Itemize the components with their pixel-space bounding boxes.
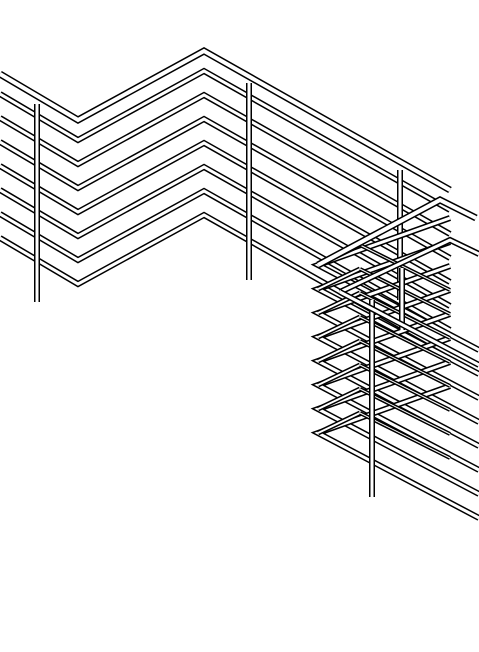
lower-rail-return-4-core [317, 316, 361, 338]
upper-rail-2 [0, 67, 452, 213]
landing-handrail-top-core [317, 197, 477, 267]
upper-rail-6 [0, 163, 452, 309]
lower-rail-return-5-core [317, 340, 361, 362]
lower-rail-return-7-core [317, 388, 361, 410]
upper-railing-rails [0, 46, 452, 357]
upper-rail-7 [0, 187, 452, 333]
lower-rail-return-6-core [317, 364, 361, 386]
upper-rail-8-core [0, 213, 451, 356]
lower-railing-posts [369, 268, 405, 497]
upper-rail-4-core [0, 117, 451, 260]
upper-rail-1-core [0, 48, 451, 192]
landing-handrail-run-core [339, 290, 479, 367]
upper-rail-7-core [0, 189, 451, 332]
landing-handrail [316, 196, 479, 368]
lower-rail-return-2-core [317, 268, 361, 290]
upper-rail-4 [0, 115, 452, 261]
upper-rail-8 [0, 211, 452, 357]
upper-rail-6-core [0, 165, 451, 308]
upper-rail-2-core [0, 69, 451, 212]
lower-rail-stub-1-core [359, 244, 451, 291]
lower-rail-return-8-core [317, 412, 361, 434]
upper-rail-5-core [0, 141, 451, 284]
upper-rail-5 [0, 139, 452, 285]
landing-handrail-lower-core [339, 238, 479, 294]
